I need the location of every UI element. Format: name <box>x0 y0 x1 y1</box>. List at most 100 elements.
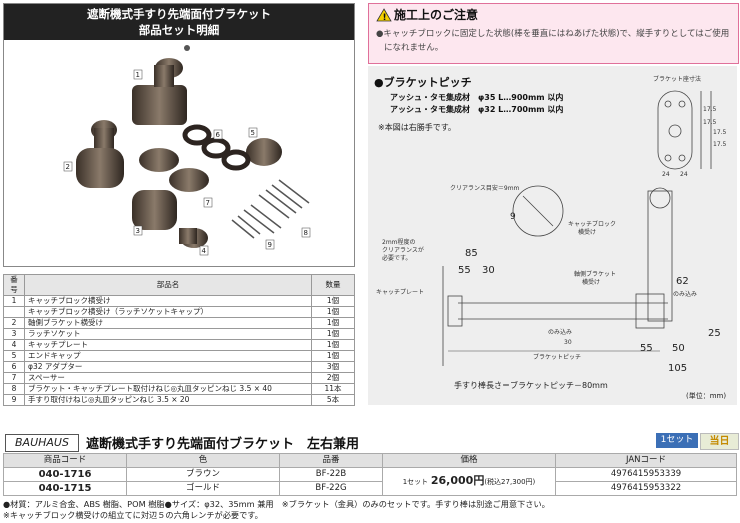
callout-7: 7 <box>206 199 210 207</box>
callout-6: 6 <box>216 131 221 139</box>
parts-cell-qty: 1個 <box>311 317 355 329</box>
prod-header-code: 商品コード <box>3 453 127 468</box>
label-catch-plate: キャッチプレート <box>376 289 424 296</box>
dim-50: 50 <box>672 343 685 354</box>
dim-17-5-c: 17.5 <box>713 129 727 136</box>
callout-3: 3 <box>136 227 140 235</box>
set-badge: 1セット <box>656 433 698 448</box>
exploded-parts-illustration: 1 2 3 4 5 6 7 8 9 <box>63 45 311 256</box>
parts-cell-no: 1 <box>3 295 25 307</box>
parts-panel-title: 遮断機式手すり先端面付ブラケット 部品セット明細 <box>4 4 354 40</box>
product-color: ゴールド <box>126 481 280 496</box>
label-insert-30: のみ込み <box>548 328 572 336</box>
parts-header-no: 番号 <box>3 274 25 296</box>
part-shaft-bracket <box>76 120 124 188</box>
vertical-handrail-drawing <box>647 187 673 322</box>
label-shaft-bracket-2: 横受け <box>582 278 600 286</box>
callout-9: 9 <box>268 241 272 249</box>
label-clearance-2mm-3: 必要です。 <box>382 254 411 262</box>
product-color: ブラウン <box>126 467 280 482</box>
dim-9: 9 <box>510 212 516 222</box>
parts-cell-no: 7 <box>3 372 25 384</box>
parts-cell-qty: 1個 <box>311 295 355 307</box>
caution-heading: 施工上のご注意 <box>394 8 479 22</box>
parts-cell-name: ブラケット・キャッチプレート取付けねじ◎丸皿タッピンねじ 3.5 × 40 <box>24 383 312 395</box>
parts-cell-no <box>3 306 25 318</box>
label-catch-block-1: キャッチブロック <box>568 220 616 228</box>
part-adapters <box>182 124 251 171</box>
diagram-heading: ●ブラケットピッチ <box>374 75 472 89</box>
bracket-pitch-panel <box>368 66 737 405</box>
price-prefix: 1セット <box>402 478 429 486</box>
product-part-number: BF-22B <box>279 467 383 482</box>
parts-cell-qty: 5本 <box>311 394 355 406</box>
part-spacers <box>139 148 209 192</box>
parts-title-line1: 遮断機式手すり先端面付ブラケット <box>87 7 271 21</box>
callout-1: 1 <box>136 71 140 79</box>
label-bracket-pitch: ブラケットピッチ <box>533 353 581 361</box>
warning-icon: ! <box>376 8 392 22</box>
parts-cell-no: 5 <box>3 350 25 362</box>
parts-cell-qty: 11本 <box>311 383 355 395</box>
product-row: 040-1715 ゴールド BF-22G 4976415953322 <box>3 481 737 496</box>
dim-85: 85 <box>465 248 478 259</box>
parts-cell-name: キャッチブロック横受け <box>24 295 312 307</box>
parts-cell-name: 軸側ブラケット横受け <box>24 317 312 329</box>
dim-30: 30 <box>482 265 495 276</box>
dim-17-5-b: 17.5 <box>703 119 717 126</box>
parts-cell-name: スペーサー <box>24 372 312 384</box>
label-unit: (単位：mm) <box>686 391 726 400</box>
dim-62: 62 <box>676 276 689 287</box>
label-formula: 手すり棒長さ＝ブラケットピッチ－80mm <box>454 380 608 390</box>
parts-cell-name: キャッチブロック横受け（ラッチソケットキャップ） <box>24 306 312 318</box>
caution-text-line1: ●キャッチブロックに固定した状態(棒を垂直にはねあげた状態)で、縦手すりとしては… <box>376 29 730 39</box>
parts-cell-qty: 2個 <box>311 372 355 384</box>
label-clearance: クリアランス目安＝9mm <box>450 184 520 192</box>
parts-cell-qty: 3個 <box>311 361 355 373</box>
parts-cell-no: 6 <box>3 361 25 373</box>
callout-8: 8 <box>304 229 308 237</box>
parts-header-qty: 数量 <box>311 274 355 296</box>
parts-cell-name: キャッチプレート <box>24 339 312 351</box>
dim-17-5-d: 17.5 <box>713 141 727 148</box>
dim-24-a: 24 <box>662 171 670 178</box>
parts-cell-qty: 1個 <box>311 339 355 351</box>
label-clearance-2mm-1: 2mm程度の <box>382 238 416 246</box>
part-catch-block <box>132 45 190 125</box>
label-clearance-2mm-2: クリアランスが <box>382 246 424 254</box>
dim-105: 105 <box>668 363 687 374</box>
brand-logo: BAUHAUS <box>5 434 79 452</box>
horizontal-handrail-drawing <box>442 266 668 366</box>
caution-box <box>368 3 739 64</box>
price-value: 26,000円 <box>430 474 485 487</box>
parts-cell-no: 3 <box>3 328 25 340</box>
notes-line1: ●材質：アルミ合金、ABS 樹脂、POM 樹脂●サイズ：φ32、35mm 兼用 … <box>3 499 550 509</box>
callout-4: 4 <box>202 247 207 255</box>
part-screws <box>231 179 310 239</box>
parts-cell-name: 手すり取付けねじ◎丸皿タッピンねじ 3.5 × 20 <box>24 394 312 406</box>
diagram-spec1: アッシュ・タモ集成材 φ35 L…900mm 以内 <box>390 92 563 102</box>
dim-55-a: 55 <box>458 265 471 276</box>
prod-header-part: 品番 <box>279 453 383 468</box>
dim-25: 25 <box>708 328 721 339</box>
label-catch-block-2: 横受け <box>578 228 596 236</box>
svg-text:!: ! <box>383 13 387 22</box>
parts-cell-qty: 1個 <box>311 306 355 318</box>
part-end-cap <box>246 138 282 166</box>
product-jan: 4976415953339 <box>555 467 737 482</box>
mount-plate-drawing <box>657 90 712 170</box>
caution-text-line2: になれません。 <box>384 43 444 53</box>
parts-cell-no: 4 <box>3 339 25 351</box>
product-notes: ●材質：アルミ合金、ABS 樹脂、POM 樹脂●サイズ：φ32、35mm 兼用 … <box>3 499 737 521</box>
part-catch-plate <box>179 228 208 248</box>
parts-panel: 遮断機式手すり先端面付ブラケット 部品セット明細 <box>3 3 355 267</box>
